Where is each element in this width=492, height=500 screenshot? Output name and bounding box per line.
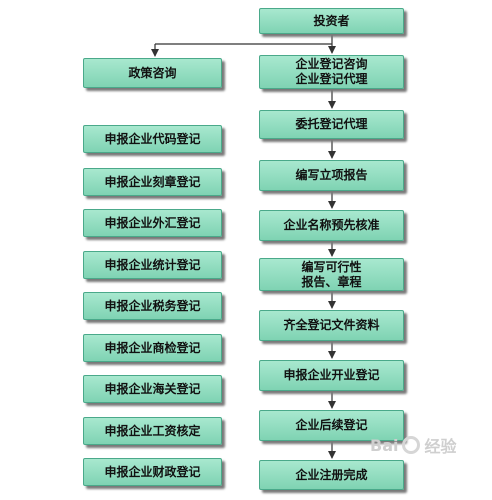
node-tax-registration: 申报企业税务登记 (83, 292, 222, 320)
node-code-registration: 申报企业代码登记 (83, 125, 222, 153)
node-opening-registration: 申报企业开业登记 (259, 360, 404, 391)
node-followup-registration: 企业后续登记 (259, 410, 404, 441)
node-wage-approval: 申报企业工资核定 (83, 417, 222, 445)
node-consulting-agency: 企业登记咨询 企业登记代理 (259, 55, 404, 89)
node-investor: 投资者 (259, 8, 404, 34)
node-policy-consulting: 政策咨询 (83, 58, 222, 88)
node-customs-registration: 申报企业海关登记 (83, 375, 222, 403)
node-name-approval: 企业名称预先核准 (259, 210, 404, 241)
node-statistics-registration: 申报企业统计登记 (83, 251, 222, 279)
node-forex-registration: 申报企业外汇登记 (83, 209, 222, 237)
node-seal-registration: 申报企业刻章登记 (83, 168, 222, 196)
node-feasibility-report: 编写可行性 报告、章程 (259, 258, 404, 291)
node-registration-complete: 企业注册完成 (259, 460, 404, 490)
node-entrust-agency: 委托登记代理 (259, 110, 404, 139)
node-project-report: 编写立项报告 (259, 160, 404, 191)
node-inspection-registration: 申报企业商检登记 (83, 334, 222, 362)
node-registration-documents: 齐全登记文件资料 (259, 310, 404, 341)
node-finance-registration: 申报企业财政登记 (83, 458, 222, 486)
